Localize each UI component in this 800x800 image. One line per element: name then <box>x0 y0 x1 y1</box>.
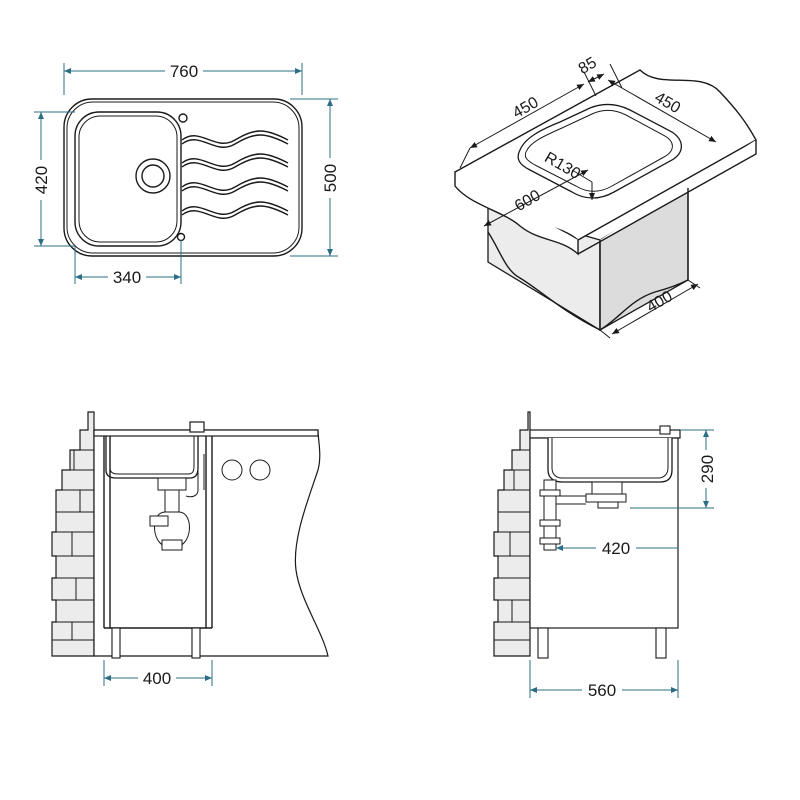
side-sink-bowl <box>547 438 673 483</box>
wall-bricks <box>51 411 95 657</box>
drain-outer <box>135 158 171 194</box>
front-label-400: 400 <box>143 669 171 688</box>
bowl-outline-inner <box>78 115 178 243</box>
side-dim-420: 420 <box>556 539 678 558</box>
drain-inner <box>141 164 165 188</box>
iso-label-85: 85 <box>576 54 600 78</box>
front-view: 400 <box>51 411 329 688</box>
dim-760: 760 <box>63 62 303 95</box>
top-view: 760 500 420 340 <box>32 62 340 287</box>
iso-dim-85: 85 <box>576 54 623 97</box>
front-cabinet <box>93 429 329 657</box>
dim-label-340: 340 <box>113 268 141 287</box>
dim-420: 420 <box>32 111 75 247</box>
side-dim-560: 560 <box>529 660 679 700</box>
dim-500: 500 <box>290 98 340 257</box>
side-label-560: 560 <box>588 681 616 700</box>
drainer-grooves <box>181 130 289 219</box>
side-countertop <box>529 429 681 439</box>
dim-label-760: 760 <box>170 62 198 81</box>
isometric-view: 450 450 85 R130 600 400 <box>454 54 757 339</box>
side-siphon <box>539 479 627 551</box>
dim-label-420: 420 <box>32 166 51 194</box>
sink-outline-outer <box>63 98 303 257</box>
front-dim-400: 400 <box>103 660 213 688</box>
side-dim-290: 290 <box>630 429 717 509</box>
side-view: 290 420 560 <box>493 411 717 700</box>
tap-hole <box>178 113 188 123</box>
dim-label-500: 500 <box>321 164 340 192</box>
front-siphon <box>149 454 205 551</box>
bowl-outline <box>74 111 182 247</box>
side-label-420: 420 <box>602 539 630 558</box>
dim-340: 340 <box>74 240 182 287</box>
sink-outline-inner <box>66 101 300 254</box>
side-wall-bricks <box>493 411 531 657</box>
overflow-hole <box>176 232 186 242</box>
side-label-290: 290 <box>698 455 717 483</box>
iso-label-450-left: 450 <box>510 94 542 122</box>
